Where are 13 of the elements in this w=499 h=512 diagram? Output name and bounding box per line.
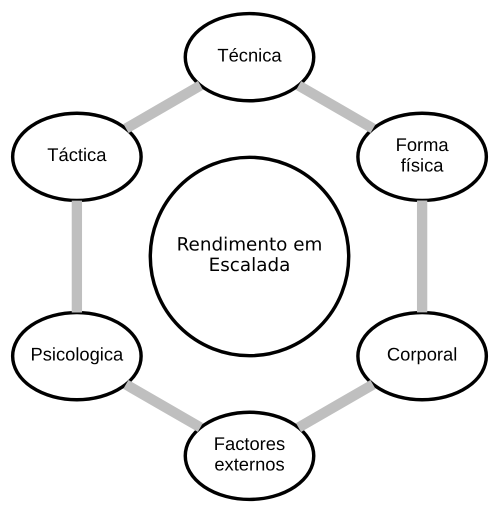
connector: [123, 379, 203, 432]
connector: [296, 80, 376, 133]
node-ellipse: Técnica: [184, 11, 316, 102]
node-ellipse: Factores externos: [184, 410, 316, 501]
node-ellipse: Corporal: [356, 310, 488, 401]
connector: [416, 200, 428, 312]
connector: [72, 200, 82, 312]
node-ellipse: Táctica: [10, 111, 143, 202]
node-circle: Rendimento em Escalada: [148, 155, 350, 357]
connector: [123, 80, 204, 132]
node-ellipse: Psicologica: [10, 310, 143, 401]
connector: [296, 380, 376, 432]
node-ellipse: Forma física: [356, 111, 488, 202]
